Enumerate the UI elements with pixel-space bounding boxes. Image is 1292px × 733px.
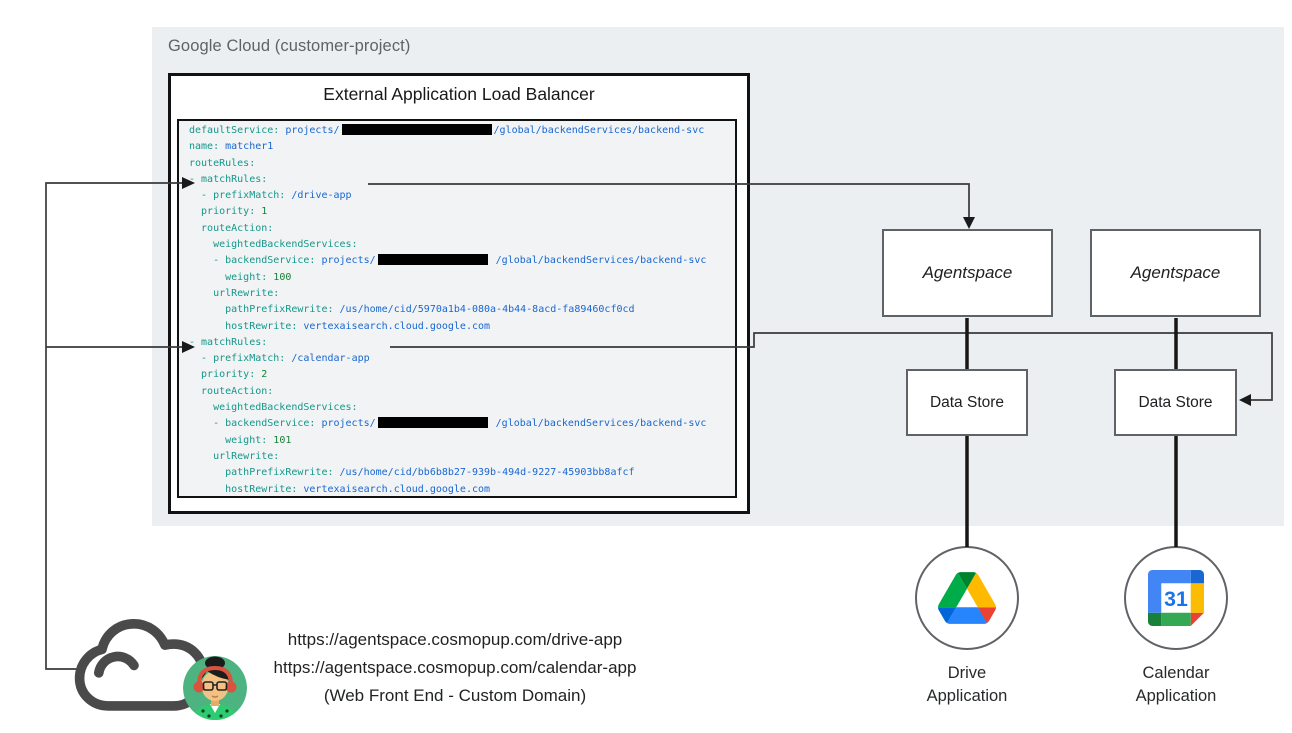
frontend-caption: (Web Front End - Custom Domain) — [323, 686, 587, 705]
load-balancer-title: External Application Load Balancer — [323, 84, 595, 104]
datastore-box-2-label: Data Store — [1138, 393, 1213, 411]
frontend-url-calendar: https://agentspace.cosmopup.com/calendar… — [273, 658, 637, 677]
redacted-project-id — [377, 253, 488, 265]
datastore-box-1-label: Data Store — [929, 393, 1005, 411]
user-avatar — [183, 656, 247, 720]
google-drive-icon — [938, 572, 996, 624]
google-calendar-icon: 31 — [1148, 570, 1204, 626]
drive-app-label: Drive Application — [926, 664, 1008, 705]
frontend-urls: https://agentspace.cosmopup.com/drive-ap… — [240, 626, 670, 710]
frontend-url-drive: https://agentspace.cosmopup.com/drive-ap… — [287, 630, 623, 649]
lb-route-config-code: defaultService: projects//global/backend… — [177, 119, 737, 498]
drive-app-circle — [915, 546, 1019, 650]
agentspace-box-2: Agentspace — [1090, 229, 1261, 317]
datastore-box-1: Data Store — [906, 369, 1028, 436]
calendar-app-label: Calendar Application — [1135, 664, 1217, 705]
gcp-region-label: Google Cloud (customer-project) — [168, 37, 411, 55]
calendar-day-number: 31 — [1164, 587, 1188, 611]
datastore-box-2: Data Store — [1114, 369, 1237, 436]
agentspace-box-1: Agentspace — [882, 229, 1053, 317]
calendar-app-circle: 31 — [1124, 546, 1228, 650]
redacted-project-id — [341, 123, 492, 135]
agentspace-box-1-label: Agentspace — [922, 263, 1013, 282]
agentspace-box-2-label: Agentspace — [1130, 263, 1221, 282]
redacted-project-id — [377, 416, 488, 428]
